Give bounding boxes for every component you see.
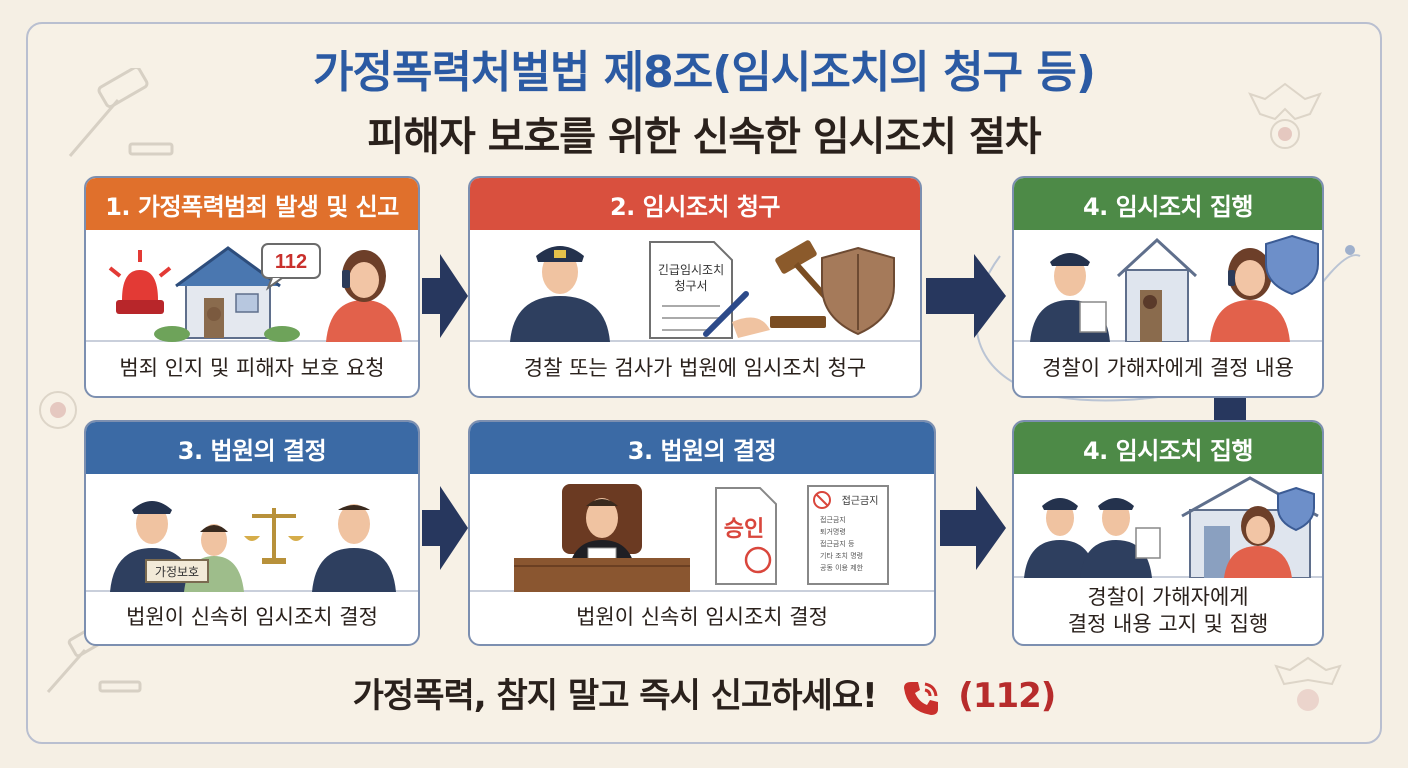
step-heading: 3. 법원의 결정 bbox=[470, 422, 934, 474]
step-heading: 4. 임시조치 집행 bbox=[1014, 178, 1322, 230]
step-illustration: 가정보호 bbox=[86, 474, 418, 592]
police-officer-icon bbox=[1024, 498, 1096, 578]
judge-icon bbox=[514, 484, 690, 592]
woman-calling-icon bbox=[1210, 248, 1290, 342]
house-icon bbox=[154, 246, 300, 342]
woman-calling-icon bbox=[326, 250, 402, 342]
shield-icon bbox=[1265, 234, 1319, 296]
step-heading: 4. 임시조치 집행 bbox=[1014, 422, 1322, 474]
police-officer-icon bbox=[1030, 253, 1110, 342]
step-illustration: 승인 접근금지 접근금지 퇴거명령 접근금지 등 기타 조치 명령 공동 이용 … bbox=[470, 474, 934, 592]
badge-112: 112 bbox=[275, 251, 307, 273]
emblem-watermark-icon bbox=[1274, 656, 1342, 711]
step-card-execute: 4. 임시조치 집행 bbox=[1012, 176, 1324, 398]
footer-call-to-action: 가정폭력, 참지 말고 즉시 신고하세요! (112) bbox=[0, 668, 1408, 718]
scale-icon bbox=[244, 508, 304, 564]
woman-icon bbox=[1224, 506, 1292, 578]
step-illustration bbox=[1014, 230, 1322, 342]
emblem-watermark-icon bbox=[1248, 82, 1322, 149]
step-card-decision-2: 3. 법원의 결정 승인 접근금지 접근금지 bbox=[468, 420, 936, 646]
stamp-label: 승인 bbox=[724, 517, 764, 542]
page-subtitle: 피해자 보호를 위한 신속한 임시조치 절차 bbox=[367, 114, 1041, 160]
connector-bar bbox=[1214, 398, 1246, 420]
notice-line: 공동 이용 제한 bbox=[820, 563, 864, 572]
step-caption: 범죄 인지 및 피해자 보호 요청 bbox=[119, 356, 385, 381]
arrow-right-icon bbox=[940, 486, 1006, 570]
step-heading: 1. 가정폭력범죄 발생 및 신고 bbox=[86, 178, 418, 230]
notice-line: 퇴거명령 bbox=[820, 527, 846, 536]
siren-icon bbox=[108, 250, 172, 314]
step-caption: 법원이 신속히 임시조치 결정 bbox=[576, 605, 828, 630]
shield-icon bbox=[821, 246, 895, 336]
approval-document-icon bbox=[715, 487, 777, 585]
police-officer-icon bbox=[312, 504, 396, 592]
notice-header: 접근금지 bbox=[842, 495, 879, 507]
step-caption: 경찰이 가해자에게 결정 내용 고지 및 집행 bbox=[1067, 584, 1269, 636]
shield-icon bbox=[1277, 486, 1315, 532]
step-card-request: 2. 임시조치 청구 긴급임시조치 청구서 bbox=[468, 176, 922, 398]
notice-document-icon bbox=[807, 485, 889, 585]
step-illustration bbox=[1014, 474, 1322, 578]
step-illustration: 긴급임시조치 청구서 bbox=[470, 230, 920, 342]
police-officer-icon bbox=[510, 246, 610, 342]
step-caption: 경찰 또는 검사가 법원에 임시조치 청구 bbox=[523, 356, 867, 381]
emblem-watermark-icon bbox=[39, 391, 77, 429]
step-caption: 경찰이 가해자에게 결정 내용 bbox=[1042, 356, 1294, 381]
step-illustration: 112 bbox=[86, 230, 418, 342]
doc-label: 청구서 bbox=[674, 279, 707, 293]
emergency-number: (112) bbox=[958, 676, 1056, 716]
step-heading: 2. 임시조치 청구 bbox=[470, 178, 920, 230]
gavel-icon bbox=[770, 240, 833, 328]
speech-bubble-icon bbox=[261, 243, 321, 291]
step-card-decision-1: 3. 법원의 결정 가정보호 bbox=[84, 420, 420, 646]
arrow-right-icon bbox=[422, 486, 468, 570]
footer-text: 가정폭력, 참지 말고 즉시 신고하세요! bbox=[352, 676, 878, 716]
phone-icon bbox=[904, 681, 939, 715]
house-icon bbox=[1116, 237, 1198, 342]
page-title: 가정폭력처벌법 제8조(임시조치의 청구 등) bbox=[313, 47, 1096, 98]
notice-line: 기타 조치 명령 bbox=[820, 551, 863, 560]
step-card-report: 1. 가정폭력범죄 발생 및 신고 bbox=[84, 176, 420, 398]
step-heading: 3. 법원의 결정 bbox=[86, 422, 418, 474]
document-icon bbox=[649, 241, 733, 339]
doc-label: 긴급임시조치 bbox=[658, 263, 724, 277]
sign-label: 가정보호 bbox=[155, 565, 199, 579]
arrow-right-icon bbox=[422, 254, 468, 338]
gavel-watermark-icon bbox=[68, 68, 174, 157]
pen-icon bbox=[703, 291, 770, 338]
notice-line: 접근금지 bbox=[820, 515, 846, 524]
arrow-right-icon bbox=[926, 254, 1006, 338]
step-card-notify-execute: 4. 임시조치 집행 bbox=[1012, 420, 1324, 646]
step-caption: 법원이 신속히 임시조치 결정 bbox=[126, 605, 378, 630]
police-officer-icon bbox=[1080, 498, 1161, 578]
notice-line: 접근금지 등 bbox=[820, 539, 855, 548]
